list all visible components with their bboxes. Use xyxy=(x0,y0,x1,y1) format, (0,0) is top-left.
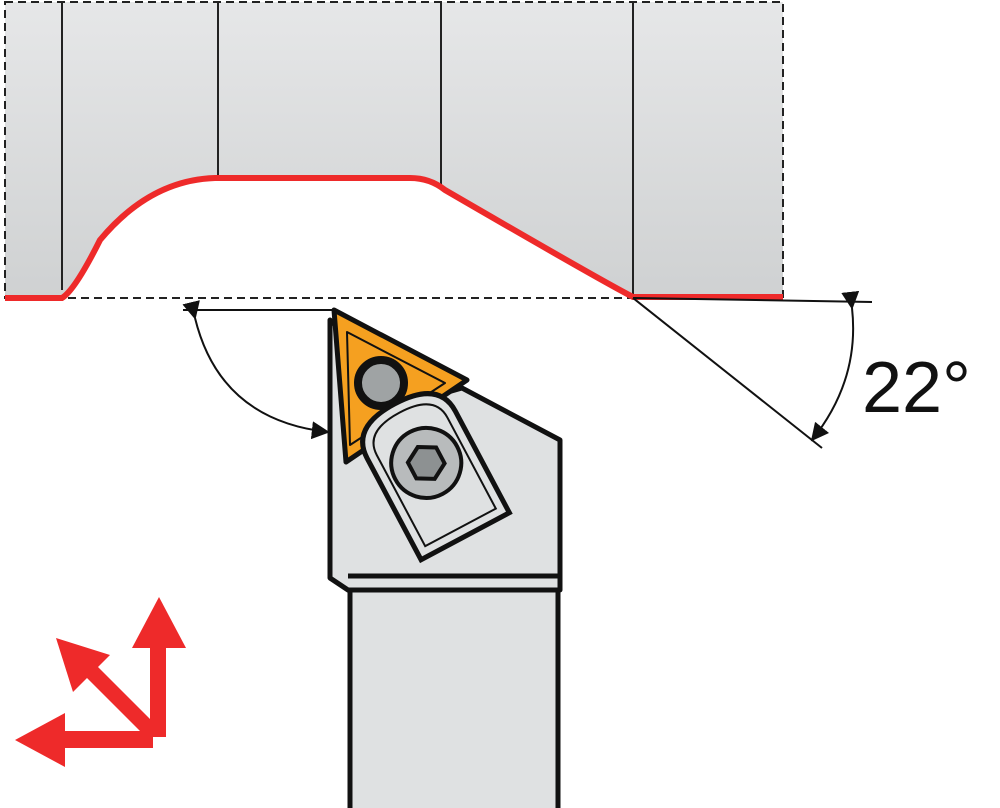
angle-label: 22° xyxy=(862,348,971,428)
feed-direction-arrows xyxy=(15,597,186,767)
arrow-up-shaft xyxy=(150,640,166,737)
arrow-diagonal-icon xyxy=(56,638,110,692)
arrow-up-icon xyxy=(132,597,186,648)
workpiece-outline xyxy=(4,1,784,299)
hex-socket xyxy=(405,445,447,481)
insert-pin xyxy=(354,356,408,410)
holder-shank xyxy=(347,585,561,808)
lead-angle-annotation xyxy=(632,290,873,449)
arrow-left-icon xyxy=(15,713,65,767)
entry-angle-annotation xyxy=(182,300,336,440)
arrow-diag-shaft xyxy=(85,665,158,738)
section-lines xyxy=(61,2,634,296)
workpiece xyxy=(4,1,784,301)
clamp xyxy=(360,391,513,564)
arrow-left-shaft xyxy=(55,731,153,748)
machined-profile xyxy=(5,175,783,301)
